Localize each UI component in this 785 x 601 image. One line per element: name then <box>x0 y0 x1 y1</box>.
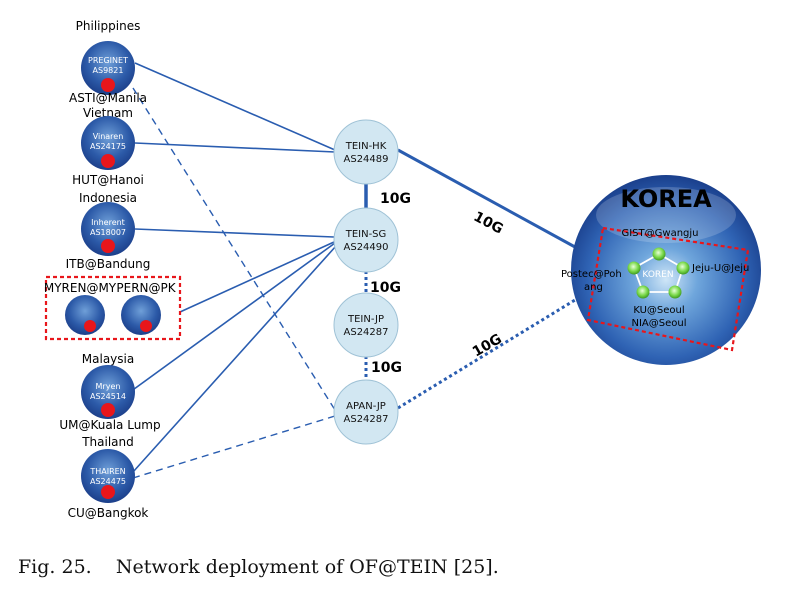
link-vietnam-hk <box>134 142 336 153</box>
site-label: UM@Kuala Lump <box>59 418 160 432</box>
hub-name: TEIN-JP <box>347 314 384 325</box>
group-outline <box>44 275 182 341</box>
network-diagram: Philippines PREGINET AS9821 ASTI@Manila … <box>44 19 761 520</box>
node-name: Inherent <box>91 218 125 227</box>
node-name: Vinaren <box>93 132 124 141</box>
nren-node-malaysia[interactable]: Malaysia Mryen AS24514 UM@Kuala Lump <box>59 352 160 432</box>
node-name: PREGINET <box>88 56 128 65</box>
link-indonesia-sg <box>134 228 335 238</box>
bw-label-sg-jp: 10G <box>370 280 401 296</box>
link-philippines-hk <box>134 62 336 151</box>
korea-red-outline <box>586 226 750 352</box>
dashed-links <box>132 87 576 479</box>
nren-node-vietnam[interactable]: Vietnam Vinaren AS24175 HUT@Hanoi <box>72 106 144 187</box>
node-sphere <box>81 365 135 419</box>
country-label: Philippines <box>76 19 141 33</box>
red-dot <box>101 78 115 92</box>
hub-as: AS24490 <box>344 242 389 253</box>
node-as: AS9821 <box>93 66 124 75</box>
link-philippines-apan <box>132 87 336 411</box>
nren-node-indonesia[interactable]: Indonesia Inherent AS18007 ITB@Bandung <box>66 191 151 271</box>
node-sphere <box>81 449 135 503</box>
koren-label: KOREN <box>642 270 673 280</box>
country-label: Malaysia <box>82 352 134 366</box>
bw-label-hk-korea: 10G <box>471 209 506 238</box>
site-gist: GIST@Gwangju <box>621 228 698 239</box>
link-mygroup-sg <box>179 241 335 313</box>
my-pk-group[interactable]: MYREN@MY PERN@PK <box>44 275 182 341</box>
hub-as: AS24489 <box>344 154 389 165</box>
country-label: Indonesia <box>79 191 137 205</box>
site-postech-1: Postec@Poh <box>561 269 622 280</box>
korea-globe <box>571 175 761 365</box>
hub-name: APAN-JP <box>346 401 386 412</box>
hub-name: TEIN-SG <box>345 229 387 240</box>
hub-circle <box>333 379 399 445</box>
red-dot <box>101 239 115 253</box>
hub-tein-sg[interactable]: TEIN-SG AS24490 <box>333 207 399 273</box>
koren-node-bottom-left <box>636 285 650 299</box>
link-malaysia-sg <box>129 242 336 393</box>
site-ku: KU@Seoul <box>633 305 684 316</box>
site-postech-2: ang <box>584 282 603 293</box>
country-label: Vietnam <box>83 106 133 120</box>
myren-label: MYREN@MY <box>44 281 117 295</box>
red-dot <box>101 403 115 417</box>
link-apan-korea <box>397 298 576 410</box>
bw-label-apan-korea: 10G <box>470 331 505 360</box>
hub-as: AS24287 <box>344 414 389 425</box>
koren-node-right <box>676 261 690 275</box>
red-dot <box>101 154 115 168</box>
node-as: AS24475 <box>90 477 126 486</box>
node-sphere <box>81 202 135 256</box>
globe-highlight <box>596 187 736 243</box>
node-sphere <box>81 116 135 170</box>
korea-title: KOREA <box>620 185 712 213</box>
korea-network[interactable]: KOREA GIST@Gwangju Postec@Poh ang Jeju-U… <box>561 175 761 365</box>
site-label: HUT@Hanoi <box>72 173 144 187</box>
site-jeju: Jeju-U@Jeju <box>691 263 749 274</box>
hub-circle <box>333 292 399 358</box>
pern-label: PERN@PK <box>116 281 176 295</box>
hub-circle <box>333 207 399 273</box>
site-label: CU@Bangkok <box>68 506 149 520</box>
hub-tein-jp[interactable]: TEIN-JP AS24287 <box>333 292 399 358</box>
node-as: AS24175 <box>90 142 126 151</box>
site-label: ITB@Bandung <box>66 257 151 271</box>
node-name: THAIREN <box>89 467 125 476</box>
koren-node-left <box>627 261 641 275</box>
bw-label-jp-apan: 10G <box>371 360 402 376</box>
site-label: ASTI@Manila <box>69 91 147 105</box>
koren-node-top <box>652 247 666 261</box>
link-hk-korea <box>397 148 576 249</box>
hub-name: TEIN-HK <box>345 141 387 152</box>
nren-node-philippines[interactable]: Philippines PREGINET AS9821 ASTI@Manila <box>69 19 147 105</box>
link-thailand-apan <box>132 415 336 479</box>
red-dot <box>84 320 96 332</box>
red-dot <box>140 320 152 332</box>
figure-caption: Fig. 25. Network deployment of OF@TEIN [… <box>18 556 499 578</box>
hub-tein-hk[interactable]: TEIN-HK AS24489 <box>333 119 399 185</box>
bw-label-hk-sg: 10G <box>380 191 411 207</box>
link-thailand-sg <box>132 245 337 473</box>
koren-node-bottom-right <box>668 285 682 299</box>
node-as: AS18007 <box>90 228 126 237</box>
hub-as: AS24287 <box>344 327 389 338</box>
hub-circle <box>333 119 399 185</box>
node-as: AS24514 <box>90 392 126 401</box>
country-label: Thailand <box>81 435 134 449</box>
site-nia: NIA@Seoul <box>631 318 686 329</box>
red-dot <box>101 485 115 499</box>
hub-apan-jp[interactable]: APAN-JP AS24287 <box>333 379 399 445</box>
node-name: Mryen <box>96 382 121 391</box>
nren-node-thailand[interactable]: Thailand THAIREN AS24475 CU@Bangkok <box>68 435 149 520</box>
node-sphere <box>81 41 135 95</box>
